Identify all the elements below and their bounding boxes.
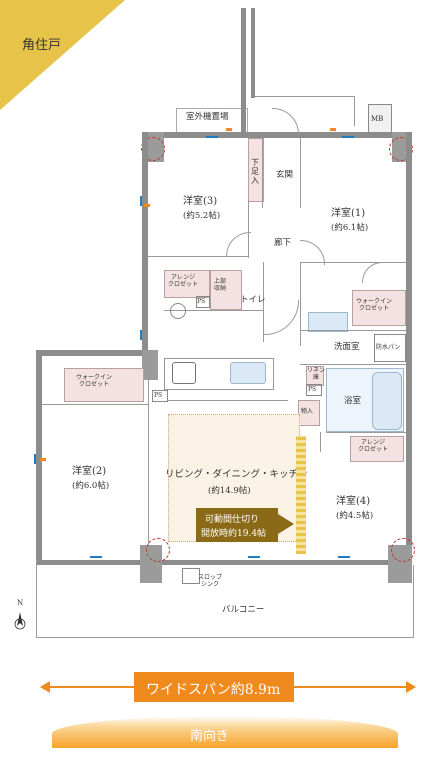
western-room-4-size: (約4.5帖) [336,511,374,521]
ldk-size: (約14.9帖) [208,486,251,496]
stove-icon [172,362,196,384]
wide-span-right-arrow-icon [406,681,416,693]
balcony-area [36,565,414,638]
hallway-label: 廊下 [274,238,292,248]
south-banner [52,716,398,748]
movable-partition-arrow [278,514,294,534]
arrange-closet-a [164,270,210,298]
window-icon [140,196,152,206]
ps-box-a [196,296,210,308]
column-mark [391,538,415,562]
upper-storage [210,270,242,310]
window-icon [338,556,350,564]
south-label: 南向き [190,729,230,744]
walkin-closet-1 [352,290,406,326]
storage-label: 物入 [301,408,314,415]
walkin-closet-2-label: ウォークイン クロゼット [76,374,113,388]
shoe-storage-label: 下足入 [251,158,259,185]
slop-sink-label: スロップ シンク [198,574,223,588]
western-room-3-size: (約5.2帖) [183,211,221,221]
movable-partition-badge [196,508,278,542]
western-room-3-name: 洋室(3) [183,196,218,207]
corner-unit-label: 角住戸 [22,38,62,53]
shoe-storage [248,138,264,202]
wide-span-badge [134,672,294,702]
linen-storage [306,366,324,386]
column-mark [141,137,165,161]
walkin-closet-2 [64,368,144,402]
western-room-1-size: (約6.1帖) [331,223,369,233]
balcony-label: バルコニー [222,605,265,615]
window-icon [34,454,46,464]
arrange-closet-a-label: アレンジ クロゼット [168,274,199,288]
window-icon [206,136,218,144]
western-room-2-name: 洋室(2) [72,466,107,477]
ps-label-c: PS [154,392,163,399]
western-room-1-name: 洋室(1) [331,208,366,219]
toilet-label: トイレ [240,295,266,305]
arrange-closet-b [350,436,404,462]
compass-letter: N [17,599,24,607]
window-icon [248,556,260,564]
linen-storage-label: リネン 庫 [307,367,326,381]
western-room-4-name: 洋室(4) [336,496,371,507]
western-room-2-size: (約6.0帖) [72,481,110,491]
movable-partition [296,436,306,554]
bathtub [372,372,402,430]
walkin-closet-1-label: ウォークイン クロゼット [356,298,393,312]
slop-sink-box [182,568,200,584]
window-icon [342,136,354,144]
waterproof-pan-label: 防水パン [376,344,401,351]
washroom-counter [308,312,348,332]
entrance-label: 玄関 [276,170,294,180]
wide-span-label: ワイドスパン約8.9m [146,682,281,698]
mb-label: MB [371,115,384,123]
sink-icon [170,303,186,319]
corner-unit-badge [0,0,125,110]
storage-box [298,400,320,426]
mb-box [368,104,392,134]
upper-storage-label: 上部 収納 [214,278,227,292]
outdoor-unit-label: 室外機置場 [186,112,229,122]
window-icon [140,330,152,340]
ps-label-b: PS [308,386,317,393]
column-mark [389,137,413,161]
ldk-name: リビング・ダイニング・キッチン [165,469,308,480]
waterproof-pan [374,334,406,362]
window-icon [90,556,102,564]
north-arrow-icon [14,610,26,632]
kitchen-sink-icon [230,362,266,384]
ps-box-c [152,390,168,402]
movable-partition-line1: 可動間仕切り [205,515,260,525]
arrange-closet-b-label: アレンジ クロゼット [358,439,389,453]
washroom-label: 洗面室 [334,342,360,352]
column-mark [146,538,170,562]
outdoor-unit-area [176,108,248,135]
movable-partition-line2: 開放時約19.4帖 [201,529,267,539]
bathroom-label: 浴室 [344,396,362,406]
ps-box-b [306,384,322,396]
wide-span-left-arrow-icon [40,681,50,693]
ps-label-a: PS [197,298,206,305]
